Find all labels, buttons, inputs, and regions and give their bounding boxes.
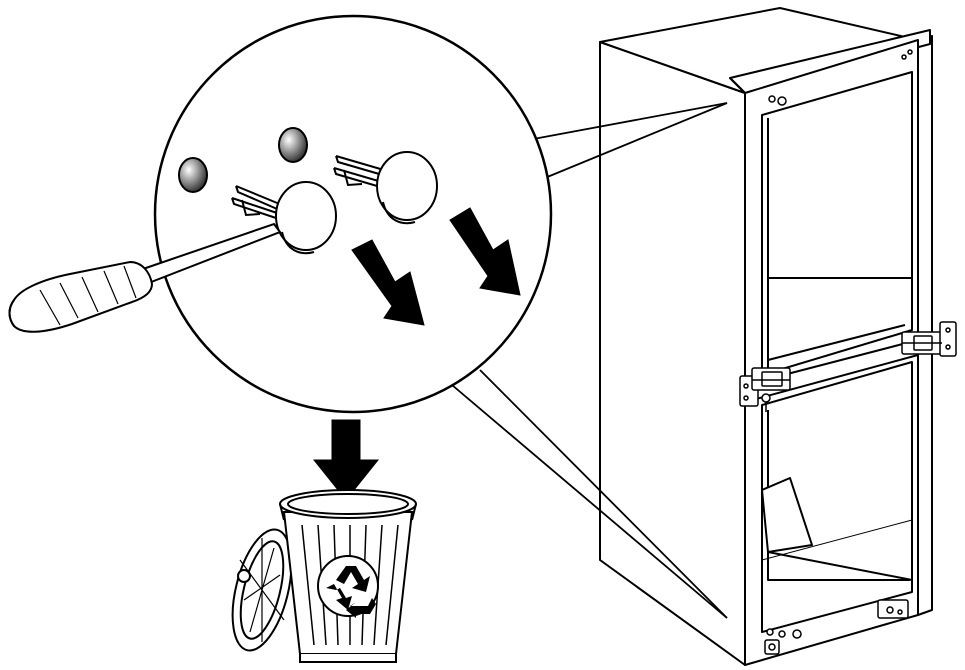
recycling-bin [231,489,417,663]
screwdriver-handle [8,260,154,333]
bottom-bracket [764,599,909,655]
top-screws [768,49,913,106]
lower-compartment-opening [761,361,913,633]
cabinet-front-right [917,35,933,616]
cabinet-hole [278,127,308,163]
right-hinge [901,321,957,357]
recycle-icon [317,555,379,618]
callout-lines [451,102,728,619]
down-arrow-icon [312,419,380,501]
cabinet-hole [178,157,208,193]
left-hinge [739,367,791,412]
diagonal-arrow-icon [351,207,521,326]
cabinet-hinges [739,49,957,655]
fridge-cabinet [599,7,933,666]
screwdriver [8,222,282,333]
hole-cover-cap [231,181,337,255]
bottom-screws [766,628,802,639]
bin-lid [231,528,293,652]
upper-compartment-opening [761,71,913,376]
lower-inner-ramp [761,477,813,553]
hole-cover-cap [333,151,438,225]
magnifier-detail [8,14,553,414]
